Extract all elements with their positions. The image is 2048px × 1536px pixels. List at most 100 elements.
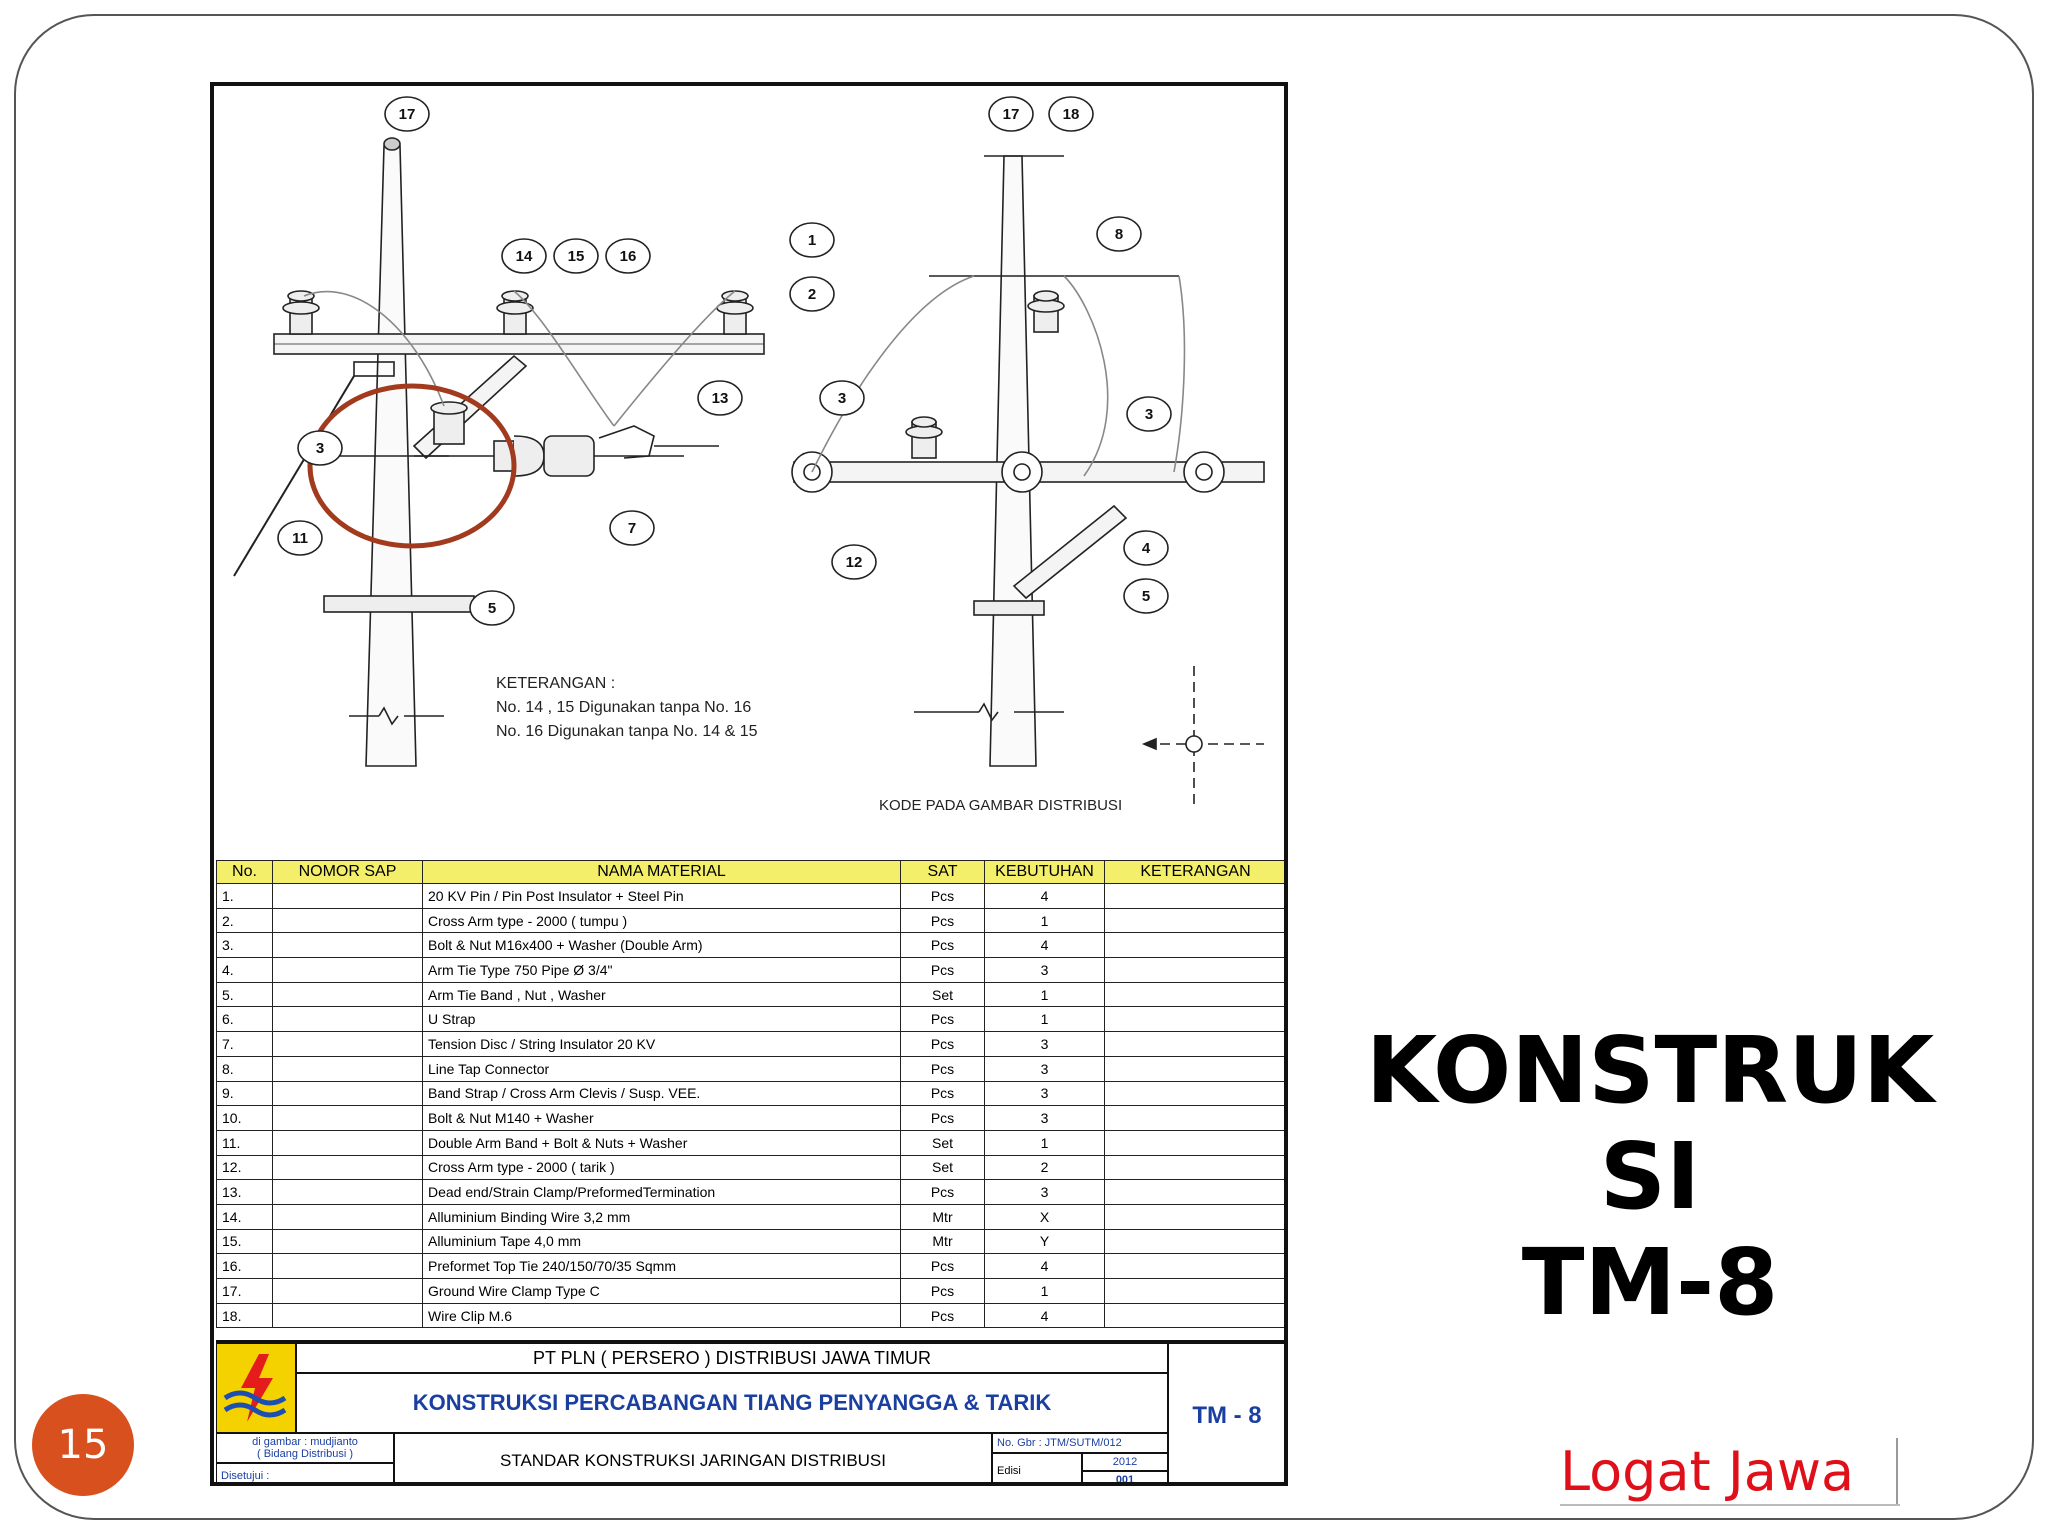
callout-circle [697,380,743,416]
callout-circle [469,590,515,626]
table-cell [272,1105,423,1131]
watermark: Logat Jawa [1560,1439,1855,1503]
drawn-by-line-1: di gambar : mudjianto [252,1436,358,1448]
table-cell: U Strap [422,1006,901,1033]
callout-label: 5 [488,600,496,617]
table-cell: 20 KV Pin / Pin Post Insulator + Steel P… [422,883,901,909]
table-cell: Mtr [900,1203,985,1230]
table-cell: 16. [216,1253,273,1279]
table-cell: 10. [216,1105,273,1131]
table-cell [272,883,423,909]
table-cell: 3 [984,957,1105,983]
standard-label: STANDAR KONSTRUKSI JARINGAN DISTRIBUSI [394,1433,992,1482]
callout-right-4: 3 [819,380,865,416]
table-cell: 1 [984,1278,1105,1304]
table-cell: Y [984,1228,1105,1255]
slide-title-line-2: SI [1599,1123,1701,1230]
callout-circle [1123,530,1169,566]
table-row: 11. Double Arm Band + Bolt & Nuts + Washe… [216,1129,1284,1156]
callout-right-1: 18 [1048,96,1094,132]
table-cell: Pcs [900,1278,985,1304]
table-cell: 3 [984,1031,1105,1057]
table-cell: Double Arm Band + Bolt & Nuts + Washer [422,1129,901,1156]
callout-label: 4 [1142,540,1151,557]
callout-left-7: 3 [297,430,343,466]
table-cell: 18. [216,1302,273,1329]
table-cell [1104,1031,1284,1057]
table-cell [272,1080,423,1107]
company-name: PT PLN ( PERSERO ) DISTRIBUSI JAWA TIMUR [296,1343,1168,1373]
callout-right-2: 8 [1096,216,1142,252]
table-cell: Dead end/Strain Clamp/PreformedTerminati… [422,1179,901,1205]
callout-left-8: 11 [277,520,323,556]
table-cell: 2. [216,907,273,934]
table-cell: Arm Tie Type 750 Pipe Ø 3/4" [422,957,901,983]
callout-label: 12 [846,554,863,571]
table-header-row: No. NOMOR SAP NAMA MATERIAL SAT KEBUTUHA… [216,860,1284,884]
note-line-2: No. 16 Digunakan tanpa No. 14 & 15 [496,723,758,740]
callout-circle [789,276,835,312]
header-sap: NOMOR SAP [272,860,423,884]
table-cell: 12. [216,1154,273,1181]
drawn-by-line-2: ( Bidang Distribusi ) [257,1448,353,1460]
table-cell: Pcs [900,883,985,909]
table-cell: Pcs [900,1055,985,1082]
callout-right-5: 12 [831,544,877,580]
callout-label: 17 [399,106,416,123]
table-cell: Pcs [900,1031,985,1057]
table-cell: 11. [216,1129,273,1156]
table-cell: 1 [984,981,1105,1008]
table-cell: 6. [216,1006,273,1033]
table-cell: Pcs [900,932,985,959]
callout-right-0: 17 [988,96,1034,132]
callout-right-7: 5 [1123,578,1169,614]
table-cell: 1. [216,883,273,909]
table-cell [272,981,423,1008]
callout-left-0: 17 [384,96,430,132]
table-cell [272,907,423,934]
table-cell [1104,1253,1284,1279]
table-cell: Bolt & Nut M16x400 + Washer (Double Arm) [422,932,901,959]
table-cell: Pcs [900,1253,985,1279]
callout-label: 14 [516,248,533,265]
table-cell: Cross Arm type - 2000 ( tumpu ) [422,907,901,934]
table-cell [1104,1006,1284,1033]
lightning-logo-icon [223,1354,287,1422]
callout-label: 17 [1003,106,1020,123]
table-cell [1104,907,1284,934]
table-cell [272,1031,423,1057]
table-cell: 4 [984,932,1105,959]
table-cell [272,1203,423,1230]
table-cell: Line Tap Connector [422,1055,901,1082]
callout-circle [501,238,547,274]
table-cell [272,1179,423,1205]
table-row: 1. 20 KV Pin / Pin Post Insulator + Steel… [216,883,1284,909]
table-cell [1104,981,1284,1008]
note-heading: KETERANGAN : [496,675,615,692]
callout-label: 2 [808,286,816,303]
table-cell: Set [900,1129,985,1156]
table-cell: 4. [216,957,273,983]
drawing-code: TM - 8 [1168,1343,1284,1482]
table-cell: Cross Arm type - 2000 ( tarik ) [422,1154,901,1181]
table-cell: Pcs [900,1302,985,1329]
callout-label: 15 [568,248,585,265]
callout-circle [609,510,655,546]
slide-title-line-3: TM-8 [1521,1229,1779,1336]
table-cell: Band Strap / Cross Arm Clevis / Susp. VE… [422,1080,901,1107]
highlight-ellipse [307,383,517,549]
table-cell [1104,932,1284,959]
table-cell: Mtr [900,1228,985,1255]
table-cell: Alluminium Tape 4,0 mm [422,1228,901,1255]
drawing-number: No. Gbr : JTM/SUTM/012 [992,1433,1168,1453]
table-cell: 4 [984,883,1105,909]
pln-logo [216,1343,296,1433]
